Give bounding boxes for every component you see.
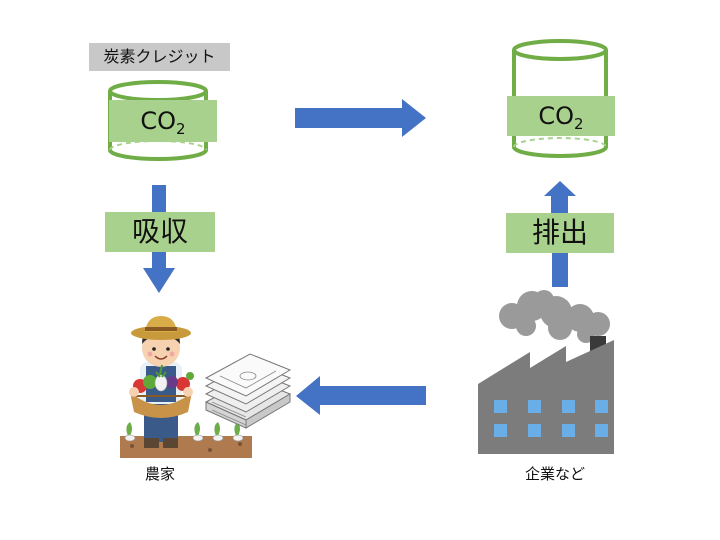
farmer-caption: 農家: [144, 465, 175, 483]
arrow-up-shaft: [552, 252, 568, 287]
co2-label-right: CO2: [507, 96, 615, 136]
arrow-left-bottom: [296, 376, 426, 415]
co2-base-right: CO: [538, 102, 575, 130]
arrow-up-head: [544, 181, 576, 213]
emit-label: 排出: [506, 213, 614, 253]
arrow-down-head: [143, 252, 175, 293]
company-caption: 企業など: [524, 465, 585, 483]
co2-base-left: CO: [140, 107, 177, 135]
carbon-credit-tag: 炭素クレジット: [89, 43, 230, 71]
absorb-label: 吸収: [105, 212, 215, 252]
co2-sub-left: 2: [176, 120, 186, 138]
co2-sub-right: 2: [574, 115, 584, 133]
arrow-right-top: [295, 99, 426, 137]
arrow-down-shaft: [152, 185, 166, 213]
co2-label-left: CO2: [109, 100, 217, 142]
